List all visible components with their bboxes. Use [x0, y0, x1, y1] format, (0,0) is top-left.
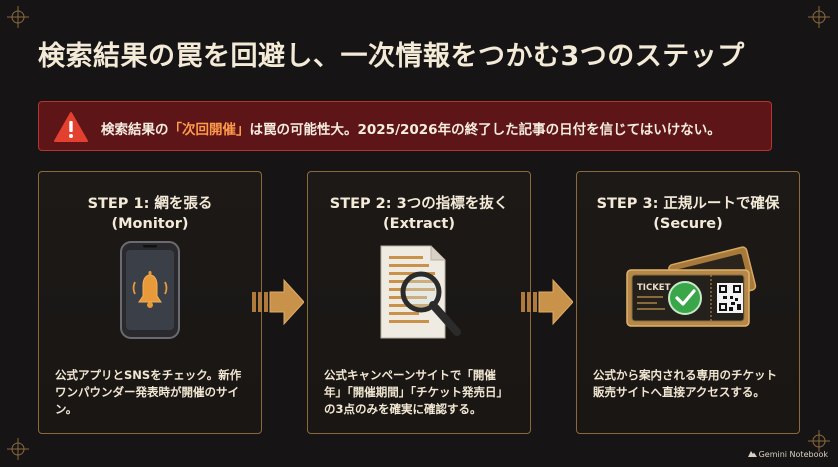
desc-line: 公式アプリとSNSをチェック。新作: [55, 368, 242, 382]
step-card-secure: STEP 3: 正規ルートで確保 (Secure) TICKET: [576, 171, 800, 434]
step-description: 公式アプリとSNSをチェック。新作 ワンパウンダー発表時が開催のサイ ン。: [55, 367, 255, 418]
gemini-logo-icon: [747, 450, 757, 459]
page-title: 検索結果の罠を回避し、一次情報をつかむ3つのステップ: [38, 41, 745, 72]
branding-text: Gemini Notebook: [758, 450, 828, 459]
warning-text-post: は罠の可能性大。2025/2026年の終了した記事の日付を信じてはいけない。: [249, 122, 721, 138]
warning-banner: 検索結果の「次回開催」は罠の可能性大。2025/2026年の終了した記事の日付を…: [38, 101, 772, 151]
corner-crosshair-icon: [7, 438, 29, 460]
arrow-right-icon: [252, 278, 305, 330]
step-card-extract: STEP 2: 3つの指標を抜く (Extract) 公式キャンペーンサイトで「…: [307, 171, 531, 434]
desc-line: ン。: [55, 402, 78, 416]
arrow-right-icon: [521, 278, 574, 330]
step-subtitle: (Secure): [653, 216, 723, 232]
corner-crosshair-icon: [7, 6, 29, 28]
desc-line: 年」「開催期間」「チケット発売日」: [324, 385, 508, 399]
desc-line: ワンパウンダー発表時が開催のサイ: [55, 385, 239, 399]
desc-line: 公式キャンペーンサイトで「開催: [324, 368, 496, 382]
warning-highlight: 「次回開催」: [168, 122, 250, 138]
document-magnifier-icon: [380, 245, 461, 339]
desc-line: 販売サイトへ直接アクセスする。: [593, 385, 765, 399]
ticket-label: TICKET: [637, 283, 671, 293]
warning-text-pre: 検索結果の: [101, 122, 169, 138]
step-subtitle: (Monitor): [111, 216, 189, 232]
branding: Gemini Notebook: [747, 450, 828, 459]
ticket-qr-icon: TICKET: [626, 246, 757, 327]
corner-crosshair-icon: [808, 430, 830, 452]
step-description: 公式キャンペーンサイトで「開催 年」「開催期間」「チケット発売日」 の3点のみを…: [324, 367, 524, 418]
warning-text: 検索結果の「次回開催」は罠の可能性大。2025/2026年の終了した記事の日付を…: [101, 118, 721, 138]
step-title: STEP 3: 正規ルートで確保: [596, 196, 780, 212]
desc-line: 公式から案内される専用のチケット: [593, 368, 777, 382]
step-card-monitor: STEP 1: 網を張る (Monitor) 公式アプリとSNSをチェック。新作…: [38, 171, 262, 434]
warning-triangle-icon: [53, 111, 89, 147]
corner-crosshair-icon: [808, 6, 830, 28]
step-subtitle: (Extract): [383, 216, 455, 232]
step-title: STEP 1: 網を張る: [87, 196, 213, 212]
desc-line: の3点のみを確実に確認する。: [324, 402, 482, 416]
step-title: STEP 2: 3つの指標を抜く: [329, 196, 509, 212]
phone-bell-icon: [120, 241, 180, 339]
step-description: 公式から案内される専用のチケット 販売サイトへ直接アクセスする。: [593, 367, 793, 401]
